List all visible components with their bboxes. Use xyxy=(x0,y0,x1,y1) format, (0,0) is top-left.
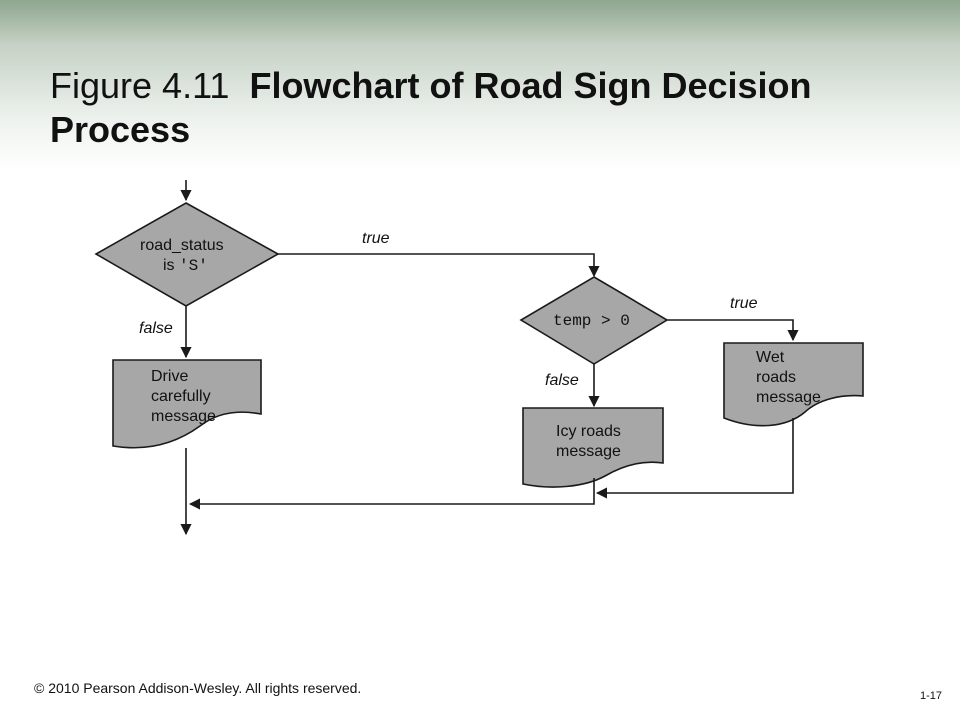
decision-road-status-line2: is 'S' xyxy=(163,257,208,275)
edge-temp-true xyxy=(667,319,799,342)
drive-msg-line3: message xyxy=(151,408,216,425)
decision-road-status: road_status is 'S' xyxy=(94,202,280,307)
edge-icy-to-merge xyxy=(188,478,595,510)
edge-label-temp-true: true xyxy=(730,295,758,312)
drive-carefully-message: Drive carefully message xyxy=(112,359,262,449)
decision-temp-code: temp > 0 xyxy=(553,312,630,330)
decision-road-status-code: 'S' xyxy=(179,257,208,275)
edge-label-temp-false: false xyxy=(545,372,579,389)
edge-label-road-status-false: false xyxy=(139,320,173,337)
edge-label-road-status-true: true xyxy=(362,230,390,247)
decision-road-status-is: is xyxy=(163,257,179,274)
figure-caption: Flowchart of Road Sign Decision Process xyxy=(50,65,812,150)
edge-road-status-true xyxy=(278,253,600,278)
edge-wet-to-merge xyxy=(595,418,794,499)
icy-msg-line2: message xyxy=(556,443,621,460)
slide-title: Figure 4.11 Flowchart of Road Sign Decis… xyxy=(50,64,870,152)
drive-msg-line2: carefully xyxy=(151,388,211,405)
wet-roads-message: Wet roads message xyxy=(723,342,864,427)
decision-temp: temp > 0 xyxy=(519,276,669,365)
wet-msg-line1: Wet xyxy=(756,349,785,366)
copyright-notice: © 2010 Pearson Addison-Wesley. All right… xyxy=(34,680,362,696)
slide-number: 1-17 xyxy=(919,690,942,702)
wet-msg-line2: roads xyxy=(756,369,796,386)
decision-road-status-line1: road_status xyxy=(140,237,224,254)
icy-roads-message: Icy roads message xyxy=(522,407,664,488)
icy-msg-line1: Icy roads xyxy=(556,423,621,440)
figure-number: Figure 4.11 xyxy=(50,65,230,106)
drive-msg-line1: Drive xyxy=(151,368,188,385)
wet-msg-line3: message xyxy=(756,389,821,406)
